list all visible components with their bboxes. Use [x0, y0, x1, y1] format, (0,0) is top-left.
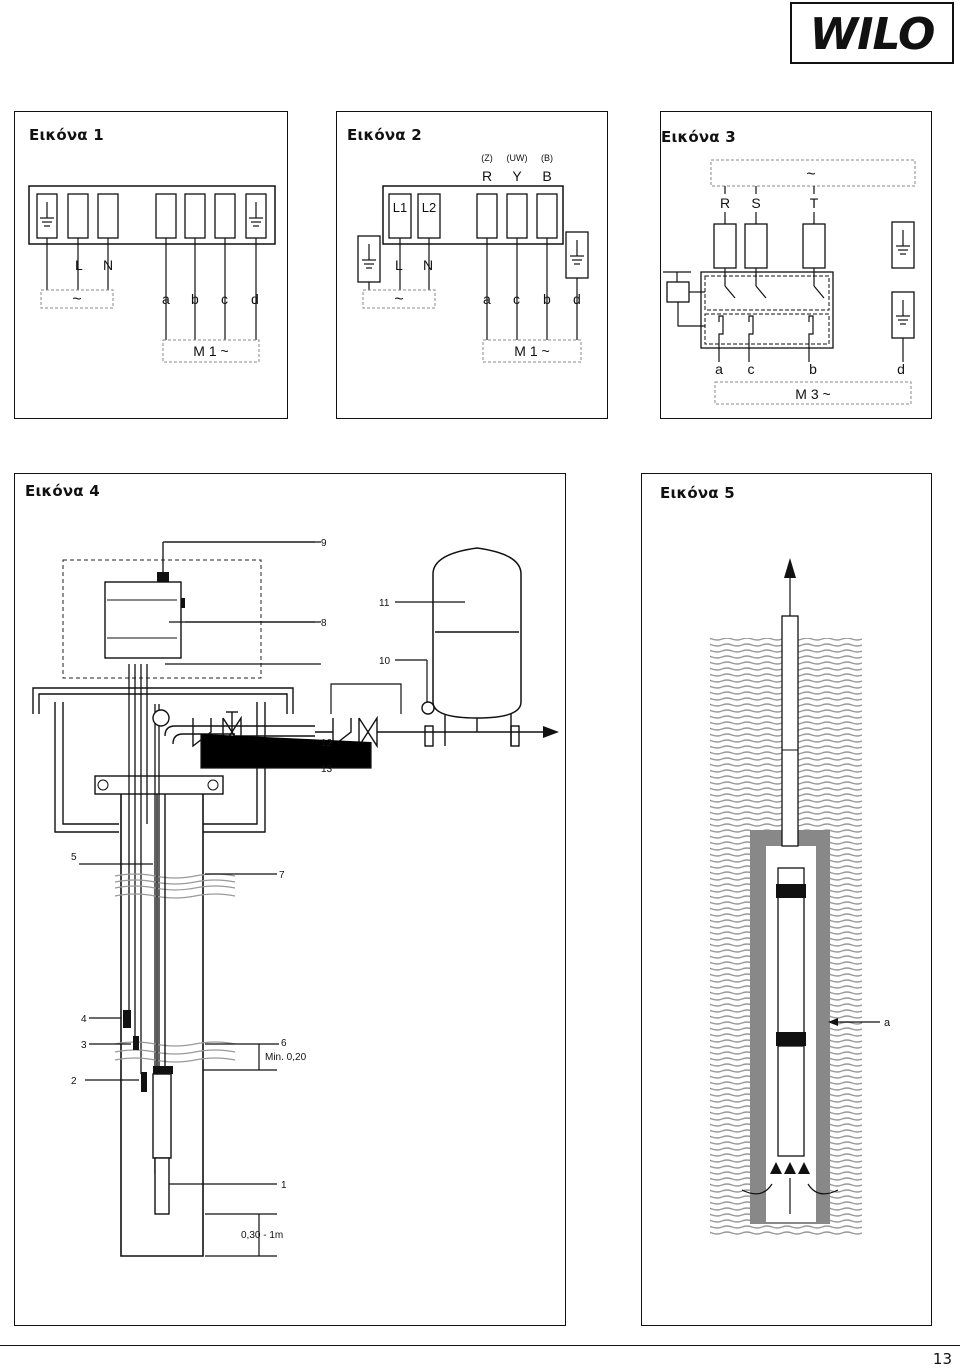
- figure-3: Εικόνα 3 ~ R S T: [660, 111, 932, 419]
- letter-B: B: [542, 168, 551, 184]
- terminal-d: d: [251, 291, 259, 307]
- terminal-b: b: [191, 291, 199, 307]
- ac-supply-icon: ~: [394, 291, 403, 308]
- figure-4-title: Εικόνα 4: [25, 482, 100, 500]
- terminal-c: c: [748, 361, 755, 377]
- wilo-logo-text: WILO: [810, 9, 935, 60]
- flow-arrow-icon: [543, 726, 559, 738]
- letter-R: R: [482, 168, 492, 184]
- terminal-N: N: [103, 257, 113, 273]
- callout-12: 12: [321, 738, 333, 749]
- callout-11: 11: [379, 598, 390, 609]
- figure-5: Εικόνα 5: [641, 473, 932, 1326]
- figure-3-wiring-diagram: ~ R S T: [663, 159, 916, 405]
- figure-3-title: Εικόνα 3: [661, 128, 736, 146]
- letter-Y: Y: [512, 168, 522, 184]
- figure-1-wiring-diagram: L N ~ a b c d M 1 ~: [28, 185, 276, 363]
- callout-1: 1: [281, 1180, 287, 1191]
- ground-icon: [896, 230, 910, 325]
- figure-2: Εικόνα 2 (Z) (UW) (B) R Y B L1 L2: [336, 111, 608, 419]
- code-B: (B): [541, 153, 553, 163]
- pressure-gauge-icon: [152, 709, 170, 727]
- terminal-b: b: [809, 361, 817, 377]
- figure-4-installation-diagram: 9 8 11 10 12 13 5 7 4 3 6 2 1 Min. 0,20 …: [32, 538, 559, 1257]
- callout-9: 9: [321, 538, 327, 549]
- terminal-N: N: [423, 257, 433, 273]
- code-UW: (UW): [507, 153, 528, 163]
- motor: [777, 1045, 805, 1157]
- motor-label: M 1 ~: [514, 343, 549, 359]
- terminal-c: c: [221, 291, 228, 307]
- ground-icon: [40, 202, 263, 227]
- figure-5-title: Εικόνα 5: [660, 484, 735, 502]
- box-L1: L1: [393, 200, 407, 215]
- ground-icon: [362, 240, 584, 269]
- callout-6: 6: [281, 1038, 287, 1049]
- wilo-logo-mark: WILO: [810, 9, 936, 60]
- callout-5: 5: [71, 852, 77, 863]
- callout-a: a: [884, 1017, 891, 1029]
- pressure-gauge-icon: [421, 701, 435, 715]
- terminal-L: L: [395, 257, 403, 273]
- callout-13: 13: [321, 764, 333, 775]
- callout-2: 2: [71, 1076, 77, 1087]
- terminal-a: a: [715, 361, 723, 377]
- terminal-d: d: [897, 361, 905, 377]
- terminal-a: a: [162, 291, 170, 307]
- figure-4: Εικόνα 4: [14, 473, 566, 1326]
- min-depth-label: Min. 0,20: [265, 1052, 307, 1063]
- terminal-b: b: [543, 291, 551, 307]
- callout-8: 8: [321, 618, 327, 629]
- terminal-c: c: [513, 291, 520, 307]
- terminal-L: L: [75, 257, 83, 273]
- footer-rule: [0, 1345, 960, 1346]
- wilo-logo: WILO: [790, 2, 954, 64]
- box-L2: L2: [422, 200, 436, 215]
- figure-1: Εικόνα 1 L N: [14, 111, 288, 419]
- pump: [152, 1073, 172, 1159]
- figure-5-borehole-diagram: a: [710, 558, 891, 1236]
- code-Z: (Z): [481, 153, 493, 163]
- ac-supply-icon: ~: [72, 291, 81, 308]
- motor-label: M 3 ~: [795, 386, 830, 402]
- phase-S: S: [751, 195, 760, 211]
- callout-10: 10: [379, 656, 391, 667]
- bottom-clearance-label: 0,30 - 1m: [241, 1230, 283, 1241]
- flow-arrow-icon: [784, 558, 796, 578]
- terminal-d: d: [573, 291, 581, 307]
- callout-7: 7: [279, 870, 285, 881]
- inflow-arrow-icon: [770, 1162, 810, 1174]
- control-box: [104, 581, 182, 659]
- pressure-tank: [432, 547, 522, 719]
- motor: [154, 1157, 170, 1215]
- callout-4: 4: [81, 1014, 87, 1025]
- ac-supply-icon: ~: [806, 166, 815, 183]
- figure-2-wiring-diagram: (Z) (UW) (B) R Y B L1 L2: [357, 153, 589, 363]
- terminal-a: a: [483, 291, 491, 307]
- phase-T: T: [810, 195, 819, 211]
- callout-3: 3: [81, 1040, 87, 1051]
- page-number: 13: [932, 1350, 952, 1368]
- figure-2-title: Εικόνα 2: [347, 126, 422, 144]
- figure-1-title: Εικόνα 1: [29, 126, 104, 144]
- motor-label: M 1 ~: [193, 343, 228, 359]
- phase-R: R: [720, 195, 730, 211]
